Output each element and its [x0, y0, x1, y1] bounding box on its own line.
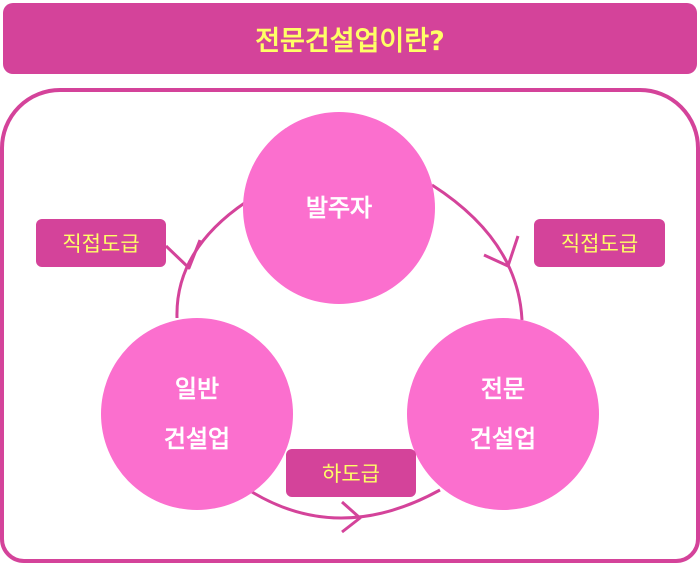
edge-label-right-text: 직접도급	[560, 232, 639, 256]
node-general-line2: 건설업	[163, 425, 231, 453]
edge-label-bottom-text: 하도급	[322, 462, 380, 486]
arrowhead-right	[483, 235, 520, 268]
arrow-right-path	[431, 183, 524, 321]
arrowhead-left	[164, 239, 202, 270]
arrowhead-bottom	[341, 500, 362, 534]
node-client-label: 발주자	[305, 194, 373, 222]
node-specialty-line2: 건설업	[469, 425, 537, 453]
edge-label-bottom: 하도급	[286, 449, 416, 497]
page-title-text: 전문건설업이란?	[255, 26, 445, 57]
page-title: 전문건설업이란?	[3, 3, 697, 74]
arrow-bottom-path	[251, 488, 441, 520]
edge-label-right: 직접도급	[534, 219, 665, 267]
node-specialty-line1: 전문	[480, 375, 526, 403]
edge-label-left: 직접도급	[36, 219, 166, 267]
node-client: 발주자	[243, 112, 435, 304]
arrow-left-path	[175, 200, 247, 319]
node-general-construction: 일반 건설업	[101, 318, 293, 510]
edge-label-left-text: 직접도급	[62, 232, 140, 256]
node-general-line1: 일반	[174, 375, 220, 403]
node-specialty-construction: 전문 건설업	[407, 318, 599, 510]
